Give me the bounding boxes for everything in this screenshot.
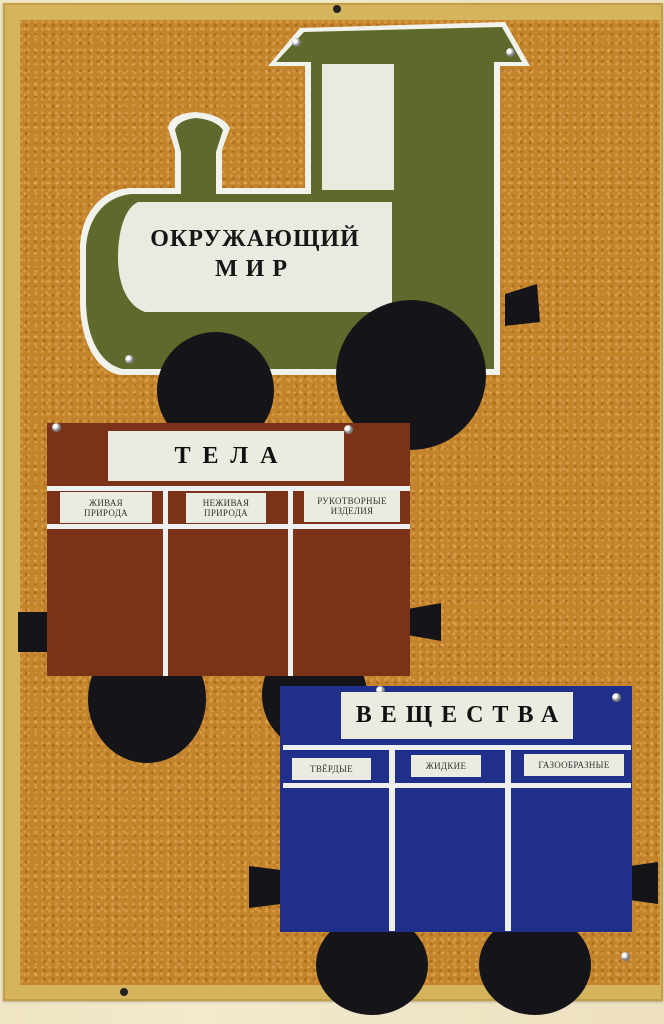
label-line: ПРИРОДА [84,507,128,518]
substances-wagon-header-rail [283,783,631,788]
substances-wagon-divider-1 [389,745,395,931]
label-line: ПРИРОДА [204,508,248,518]
substances-wagon-title: ВЕЩЕСТВА [341,692,573,739]
label-line: РУКОТВОРНЫЕ [317,496,387,506]
bodies-wagon-title: ТЕЛА [108,431,344,481]
bodies-wagon-header-rail [47,524,410,529]
label-line: НЕЖИВАЯ [202,498,250,508]
locomotive-title-line2: МИР [215,256,295,282]
substances-column-solid: ТВЁРДЫЕ [292,758,371,780]
pushpin [344,425,353,434]
locomotive-title-line1: ОКРУЖАЮЩИЙ [150,226,360,252]
label-line: ЖИВАЯ [88,497,123,508]
frame-mount-hole-top [333,5,341,13]
bodies-wagon-top-rail [47,486,410,491]
bodies-wagon-divider-1 [163,486,168,676]
substances-column-liquid: ЖИДКИЕ [411,755,481,777]
frame-mount-hole-bottom [120,988,128,996]
substances-wagon-divider-2 [505,745,511,931]
substances-wagon-buffer-left [249,866,283,908]
locomotive-shape [80,22,540,375]
pushpin [621,952,630,961]
bodies-wagon-buffer-left [18,612,49,652]
substances-wagon-buffer-right [628,862,658,904]
pushpin [612,693,621,702]
pushpin [292,38,301,47]
bodies-wagon-divider-2 [288,486,293,676]
pushpin [125,355,134,364]
pushpin [376,686,385,695]
bodies-wagon-buffer-right [409,603,441,641]
locomotive-title: ОКРУЖАЮЩИЙ МИР [118,224,392,284]
substances-column-gaseous: ГАЗООБРАЗНЫЕ [524,754,624,776]
pushpin [506,48,515,57]
substances-wagon-top-rail [283,745,631,750]
pushpin [52,423,61,432]
label-line: ИЗДЕЛИЯ [330,506,374,516]
